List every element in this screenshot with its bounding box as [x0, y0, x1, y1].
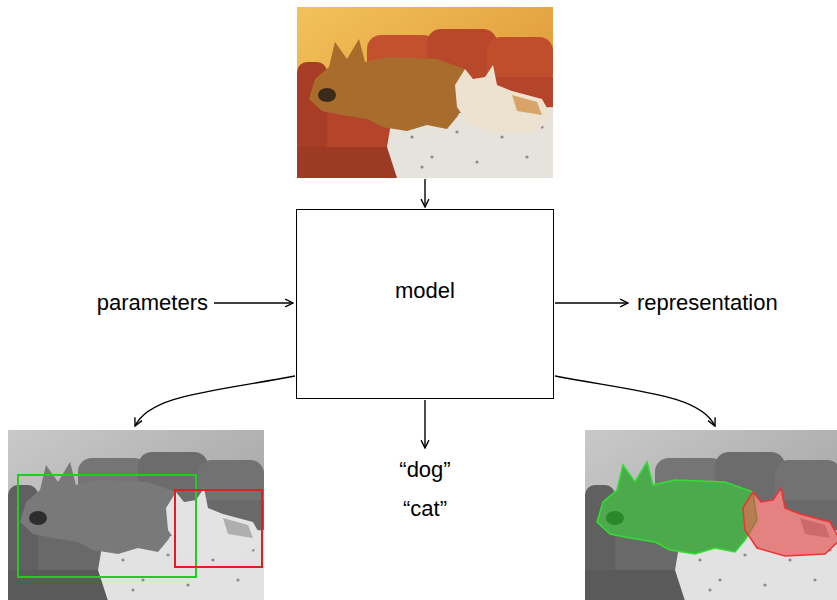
- detection-photo: [8, 430, 264, 600]
- node-label: model: [395, 278, 455, 304]
- input-label: parameters: [97, 290, 208, 316]
- class-label: “dog”: [399, 457, 450, 483]
- input-photo: [297, 7, 553, 178]
- arrows: [135, 179, 715, 448]
- model-box: model: [296, 209, 554, 399]
- output-label: representation: [637, 290, 778, 316]
- class-label: “cat”: [403, 496, 447, 522]
- segmentation-photo: [585, 430, 837, 600]
